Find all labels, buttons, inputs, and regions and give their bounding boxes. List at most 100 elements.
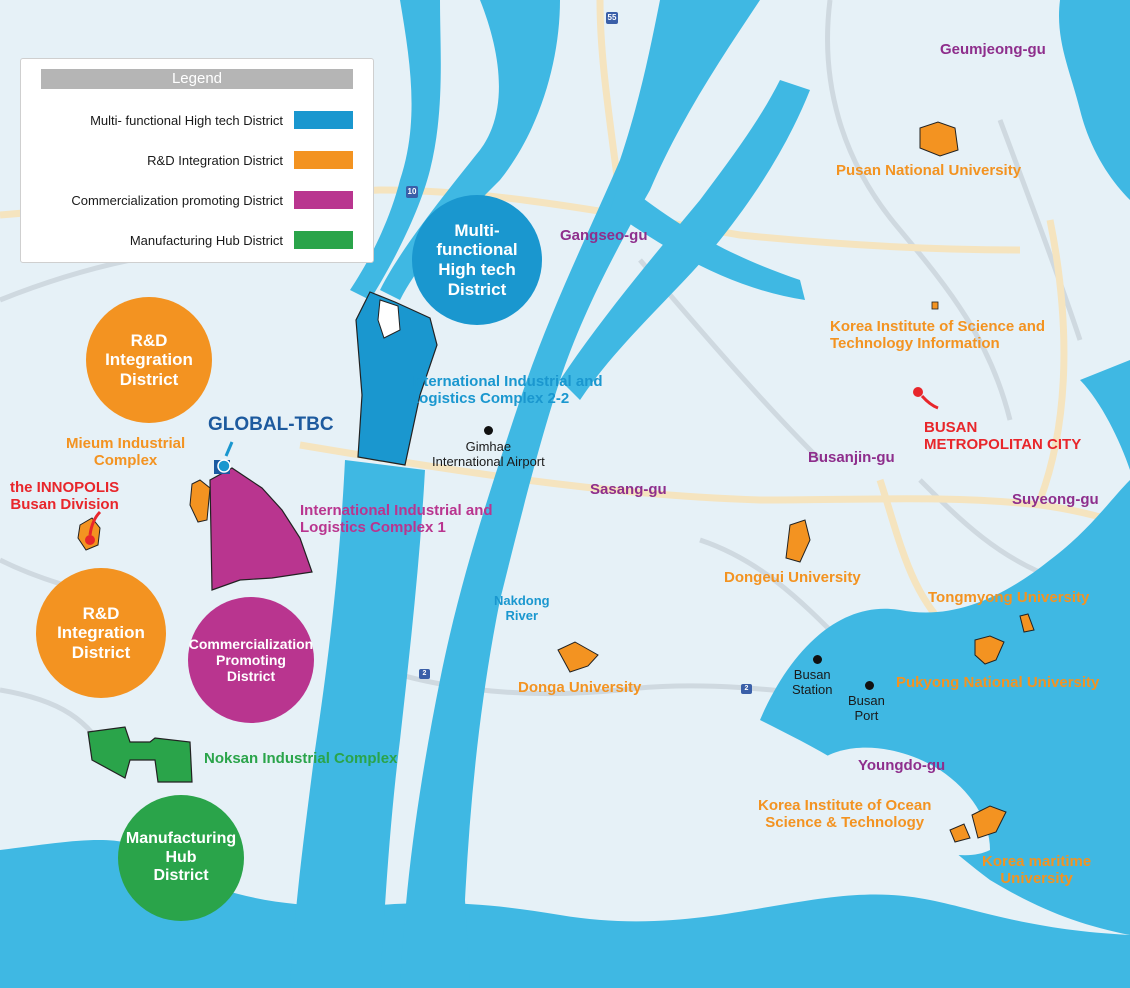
label-line: Korea Institute of Ocean (758, 797, 932, 814)
district-pusan-univ (919, 121, 959, 157)
busan-station-dot-icon (813, 655, 822, 664)
label-pukyong-national-university: Pukyong National University (896, 674, 1100, 691)
district-maritime (971, 805, 1007, 839)
global-tbc-arrow-icon (224, 441, 234, 457)
legend-swatch (294, 191, 353, 209)
legend-label: Manufacturing Hub District (129, 233, 283, 248)
label-gimhae-airport: Gimhae International Airport (432, 439, 545, 469)
road-shield-55-icon: 55 (606, 12, 618, 24)
circle-label: Manufacturing Hub District (125, 830, 237, 885)
label-busanjin-gu: Busanjin-gu (808, 449, 895, 466)
circle-label: R&D Integration District (105, 330, 193, 389)
label-korea-maritime-university: Korea maritime University (982, 853, 1092, 888)
label-nakdong-river: Nakdong River (494, 593, 550, 623)
label-line: Korea Institute of Science and (830, 318, 1046, 335)
busan-port-dot-icon (865, 681, 874, 690)
label-mieum-industrial-complex: Mieum Industrial Complex (66, 435, 186, 470)
innopolis-arrow-icon (88, 510, 102, 536)
circle-label: Commercialization Promoting District (188, 635, 314, 685)
road-shield-10-icon: 10 (406, 186, 418, 198)
label-line: BUSAN (924, 419, 978, 436)
label-line: Science & Technology (765, 813, 925, 831)
river-upper-left (350, 0, 441, 300)
busan-city-arrow-icon (920, 394, 939, 410)
river-side-channel (610, 180, 805, 300)
label-intl-complex-2-2: International Industrial and Logistics C… (410, 373, 603, 408)
label-line: International Airport (432, 453, 545, 469)
airport-dot-icon (484, 426, 493, 435)
district-pukyong (974, 635, 1005, 665)
label-suyeong-gu: Suyeong-gu (1012, 491, 1099, 508)
label-line: Busan (848, 693, 885, 708)
district-dongeui (785, 519, 811, 563)
minor-roads (0, 0, 1083, 762)
label-sasang-gu: Sasang-gu (590, 481, 667, 498)
label-line: Logistics Complex 1 (300, 518, 446, 536)
label-line: the INNOPOLIS (10, 479, 120, 496)
label-line: River (505, 607, 539, 623)
label-busan-metropolitan-city: BUSAN METROPOLITAN CITY (924, 419, 1082, 454)
circle-manufacturing: Manufacturing Hub District (118, 795, 244, 921)
east-water (1080, 360, 1130, 470)
label-line: International Industrial and (300, 502, 493, 519)
legend-title: Legend (41, 69, 353, 89)
district-noksan (87, 726, 193, 783)
legend-swatch (294, 151, 353, 169)
label-line: Station (792, 681, 833, 697)
label-noksan-industrial-complex: Noksan Industrial Complex (204, 750, 398, 767)
district-kisti (931, 301, 939, 310)
district-donga (557, 641, 599, 673)
road-shield-2a-icon: 2 (419, 669, 430, 679)
label-pusan-national-university: Pusan National University (836, 162, 1022, 179)
label-line: Mieum Industrial (66, 435, 186, 452)
label-innopolis: the INNOPOLIS Busan Division (10, 479, 120, 514)
label-youngdo-gu: Youngdo-gu (858, 757, 946, 774)
label-line: Gimhae (465, 439, 512, 454)
label-gangseo-gu: Gangseo-gu (560, 227, 648, 244)
district-multi-functional (355, 291, 438, 466)
circle-label: R&D Integration District (57, 603, 145, 662)
label-dongeui-university: Dongeui University (724, 569, 861, 586)
legend-item-manufacturing: Manufacturing Hub District (21, 231, 373, 251)
label-geumjeong-gu: Geumjeong-gu (940, 41, 1046, 58)
label-line: METROPOLITAN CITY (924, 435, 1082, 453)
label-kisti: Korea Institute of Science and Technolog… (830, 318, 1046, 353)
legend-item-rnd: R&D Integration District (21, 151, 373, 171)
innopolis-pin-icon (85, 535, 95, 545)
circle-label: Multi- functional High tech District (436, 220, 518, 299)
bay (760, 480, 1130, 935)
label-busan-station: Busan Station (792, 667, 833, 697)
legend-swatch (294, 231, 353, 249)
circle-rnd-top: R&D Integration District (86, 297, 212, 423)
busan-city-pin-icon (913, 387, 923, 397)
label-donga-university: Donga University (518, 679, 642, 696)
label-line: Busan (793, 667, 831, 682)
label-line: Nakdong (494, 593, 550, 608)
label-tongmyong-university: Tongmyong University (928, 589, 1090, 606)
circle-rnd-bottom: R&D Integration District (36, 568, 166, 698)
label-kiost: Korea Institute of Ocean Science & Techn… (758, 797, 932, 832)
circle-multi-functional: Multi- functional High tech District (412, 195, 542, 325)
district-commercialization (209, 467, 313, 591)
sea (0, 840, 1130, 988)
district-kiost (949, 823, 971, 843)
circle-commercialization: Commercialization Promoting District (188, 597, 314, 723)
label-global-tbc: GLOBAL-TBC (208, 414, 334, 435)
district-mieum (189, 479, 211, 523)
label-line: International Industrial and (410, 373, 603, 390)
youngdo-island (820, 747, 990, 856)
global-tbc-pin-icon (217, 459, 231, 473)
district-tongmyong (1019, 613, 1035, 633)
label-line: Busan Division (10, 495, 119, 513)
river-west-channel (290, 460, 425, 988)
legend-label: R&D Integration District (147, 153, 283, 168)
label-intl-complex-1: International Industrial and Logistics C… (300, 502, 493, 537)
road-shield-2b-icon: 2 (741, 684, 752, 694)
river-main-channel (400, 0, 760, 988)
label-line: Technology Information (830, 334, 1000, 352)
legend-swatch (294, 111, 353, 129)
label-line: Korea maritime (982, 853, 1092, 870)
legend-item-commercial: Commercialization promoting District (21, 191, 373, 211)
label-line: Logistics Complex 2-2 (410, 389, 570, 407)
